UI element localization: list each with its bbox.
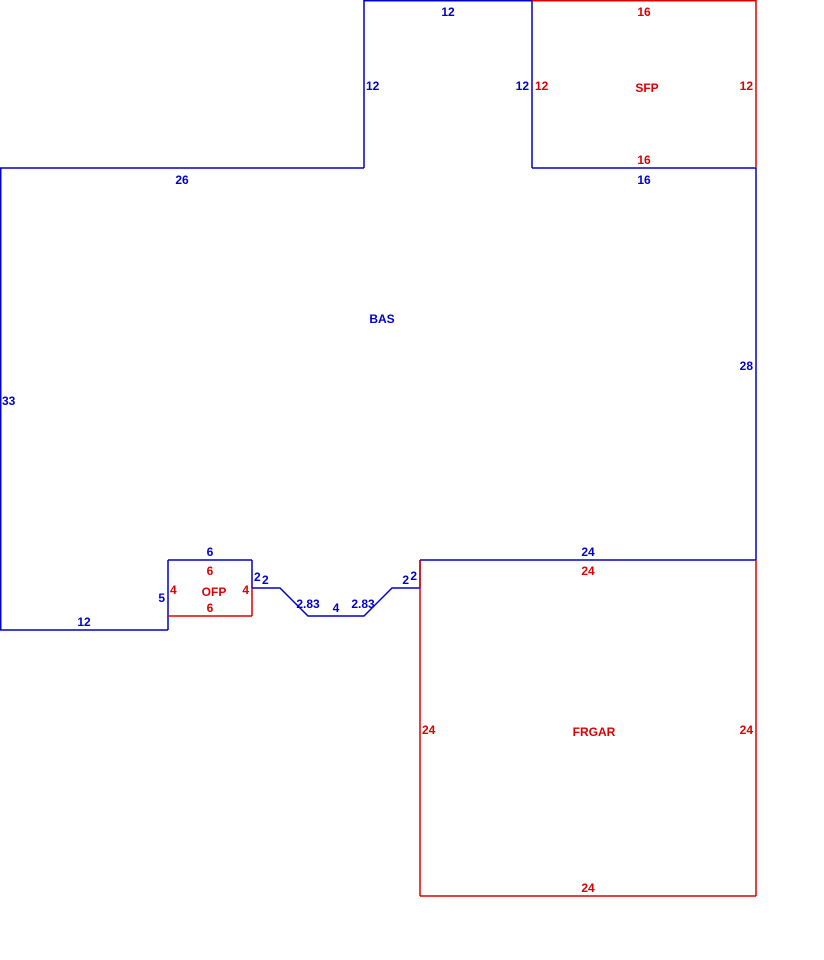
bas-dim-mid: 4: [333, 601, 340, 615]
ofp-area-label: OFP: [202, 585, 227, 599]
ofp-dim-left: 4: [170, 583, 177, 597]
bas-dim-left: 33: [2, 394, 16, 408]
frgar-area-label: FRGAR: [573, 725, 616, 739]
frgar-dim-bottom: 24: [581, 881, 595, 895]
sfp-outline: [532, 0, 757, 168]
bas-dim-ofp-top: 6: [207, 545, 214, 559]
bas-dim-diag-a: 2.83: [296, 597, 320, 611]
bas-dim-bottom-left: 12: [77, 615, 91, 629]
bas-dim-right: 28: [740, 359, 754, 373]
ofp-outline: [168, 588, 253, 617]
bas-area-label: BAS: [369, 312, 394, 326]
bas-dim-ofp-right: 2: [254, 570, 261, 584]
bas-dim-left-upper: 12: [366, 79, 380, 93]
frgar-dim-top: 24: [581, 564, 595, 578]
sfp-dim-top: 16: [637, 5, 651, 19]
frgar-dim-left: 24: [422, 723, 436, 737]
ofp-dim-right: 4: [242, 583, 249, 597]
bas-dim-top-upper: 12: [441, 5, 455, 19]
bas-dim-top-right: 16: [637, 173, 651, 187]
bas-dim-right-upper: 12: [516, 79, 530, 93]
bas-dim-top-left: 26: [175, 173, 189, 187]
ofp-dim-bottom: 6: [207, 601, 214, 615]
bas-dim-gar-right: 2: [410, 569, 417, 583]
bas-dim-step-b: 2: [402, 573, 409, 587]
bas-dim-gar-top: 24: [581, 545, 595, 559]
sfp-dim-right: 12: [740, 79, 754, 93]
sfp-dim-left: 12: [535, 79, 549, 93]
frgar-dim-right: 24: [740, 723, 754, 737]
bas-dim-ofp-left: 5: [158, 591, 165, 605]
bas-dim-diag-b: 2.83: [351, 597, 375, 611]
ofp-dim-top: 6: [207, 564, 214, 578]
frgar-outline: [419, 560, 757, 897]
bas-edge-bay: [252, 587, 420, 617]
bas-dim-step-a: 2: [262, 573, 269, 587]
sfp-dim-bottom: 16: [637, 153, 651, 167]
sfp-area-label: SFP: [635, 81, 658, 95]
